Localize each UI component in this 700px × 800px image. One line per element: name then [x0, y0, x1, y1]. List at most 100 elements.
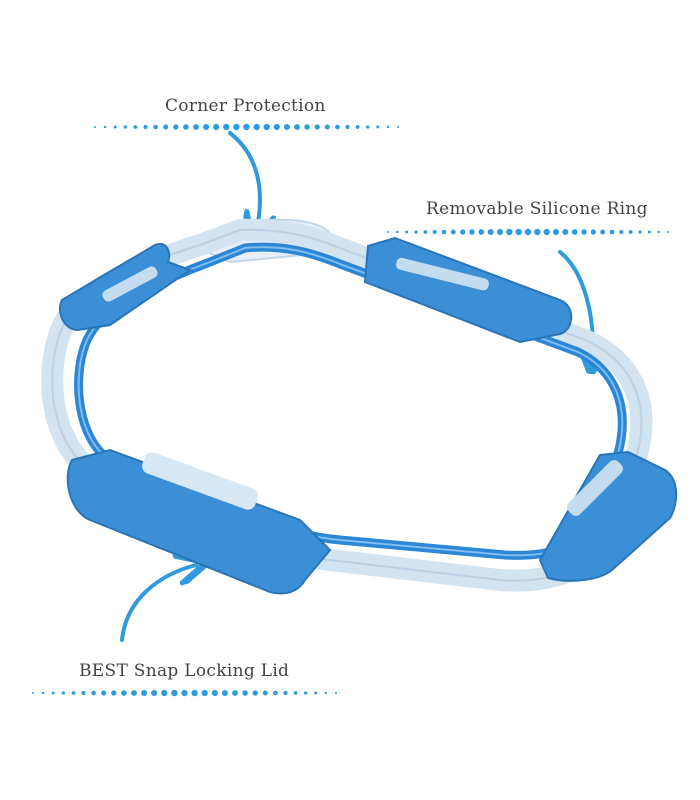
dotted-rule-ring-dot [487, 228, 494, 236]
dotted-rule-lid-dot [304, 691, 308, 695]
dotted-rule-lid-dot [201, 689, 208, 697]
dotted-rule-corner-dot [223, 123, 230, 131]
dotted-rule-corner-dot [335, 124, 340, 130]
dotted-rule-ring-dot [534, 228, 541, 236]
dotted-rule-ring-dot [657, 230, 660, 234]
dotted-rule-corner-dot [143, 124, 148, 130]
dotted-rule-lid-dot [191, 689, 198, 697]
dotted-rule-ring-dot [667, 231, 669, 233]
dotted-rule-ring-dot [460, 229, 466, 235]
dotted-rule-lid-dot [211, 689, 218, 697]
dotted-rule-corner-dot [397, 126, 399, 128]
dotted-rule-lid-dot [252, 690, 258, 696]
dotted-rule-lid-dot [335, 692, 337, 694]
dotted-rule-ring-dot [515, 228, 522, 236]
locking-clip-bottom-left [66, 448, 332, 595]
dotted-rule-lid-dot [232, 690, 238, 696]
dotted-rule-ring-dot [450, 229, 456, 235]
dotted-rule-corner-dot [283, 123, 290, 131]
dotted-rule-corner-dot [94, 126, 96, 128]
dotted-rule-lid-dot [314, 691, 318, 695]
dotted-rule-ring-dot [496, 228, 504, 236]
dotted-rule-ring-dot [396, 230, 399, 234]
dotted-rule-ring-dot [432, 229, 437, 235]
dotted-rule-lid-dot [171, 689, 178, 697]
dotted-rule-lid-dot [32, 692, 34, 694]
dotted-rule-lid-dot [283, 690, 288, 696]
annotation-corner-protection: Corner Protection [165, 96, 326, 116]
dotted-rule-corner-dot [233, 123, 240, 131]
dotted-rule-lid-dot [324, 691, 328, 695]
dotted-rule-ring-dot [638, 230, 642, 234]
dotted-rule-ring-dot [562, 228, 569, 236]
dotted-rule-ring-dot [619, 229, 624, 235]
dotted-rule-ring-dot [405, 230, 409, 234]
dotted-rule-ring-dot [469, 229, 475, 235]
dotted-rule-ring-dot [387, 231, 389, 233]
dotted-rule-ring-dot [647, 230, 651, 234]
dotted-rule-lid-dot [51, 691, 55, 695]
dotted-rule-corner-dot [113, 125, 117, 129]
dotted-rule-corner-dot [243, 123, 250, 131]
dotted-rule-corner-dot [213, 123, 220, 131]
dotted-rule-lid-dot [61, 691, 65, 695]
dotted-rule-lid-dot [242, 690, 248, 696]
dotted-rule-ring-dot [600, 229, 606, 235]
dotted-rule-ring-dot [478, 229, 485, 235]
dotted-rule-ring-dot [506, 228, 513, 236]
dotted-rule-corner-dot [324, 124, 330, 130]
dotted-rule-ring-dot [628, 230, 633, 234]
dotted-divider-group [32, 123, 669, 697]
dotted-rule-corner-dot [253, 123, 260, 131]
dotted-rule-lid-dot [161, 689, 168, 697]
dotted-rule-lid-dot [151, 689, 158, 697]
dotted-rule-corner-dot [345, 124, 350, 130]
dotted-rule-ring-dot [590, 229, 596, 235]
dotted-rule-lid-dot [262, 690, 268, 696]
dotted-rule-lid-dot [141, 689, 148, 697]
lid-arrow [120, 565, 196, 642]
locking-clip-top-right [363, 236, 573, 344]
dotted-rule-lid-dot [101, 690, 107, 696]
dotted-rule-ring-dot [423, 230, 428, 234]
dotted-rule-lid-dot [273, 690, 278, 696]
dotted-rule-lid-dot [121, 690, 127, 696]
dotted-rule-corner-dot [163, 124, 169, 130]
dotted-rule-lid-dot [91, 690, 96, 696]
dotted-rule-corner-dot [376, 125, 380, 129]
annotation-snap-locking-lid: BEST Snap Locking Lid [79, 661, 290, 681]
dotted-rule-ring-dot [552, 228, 560, 236]
dotted-rule-lid-dot [41, 691, 45, 695]
dotted-rule-corner-dot [304, 124, 310, 130]
dotted-rule-corner-dot [103, 125, 107, 129]
dotted-rule-lid-dot [111, 690, 117, 696]
dotted-rule-lid-dot [293, 691, 298, 695]
dotted-rule-corner-dot [153, 124, 158, 130]
dotted-rule-corner-dot [193, 124, 199, 130]
dotted-rule-ring-dot [524, 228, 532, 236]
dotted-rule-corner-dot [273, 123, 280, 131]
dotted-rule-corner-dot [314, 124, 320, 130]
dotted-rule-lid-dot [181, 689, 188, 697]
dotted-rule-corner-dot [123, 125, 127, 129]
dotted-rule-corner-dot [133, 125, 138, 129]
dotted-rule-ring-dot [414, 230, 418, 234]
dotted-rule-ring-dot [441, 229, 447, 235]
dotted-rule-lid-dot [71, 691, 76, 695]
dotted-rule-lid-dot [221, 689, 228, 697]
locking-clip-bottom-right [538, 450, 678, 582]
annotation-silicone-ring: Removable Silicone Ring [426, 199, 648, 219]
dotted-rule-lid-dot [81, 690, 86, 696]
dotted-rule-corner-dot [386, 125, 390, 129]
dotted-rule-corner-dot [366, 125, 370, 129]
corner-arrow [228, 131, 260, 232]
dotted-rule-corner-dot [203, 123, 210, 131]
dotted-rule-ring-dot [571, 229, 578, 235]
locking-clip-top-left [59, 242, 193, 332]
dotted-rule-corner-dot [263, 123, 270, 131]
dotted-rule-ring-dot [581, 229, 587, 235]
dotted-rule-corner-dot [355, 125, 360, 129]
dotted-rule-ring-dot [543, 228, 550, 236]
dotted-rule-ring-dot [609, 229, 615, 235]
